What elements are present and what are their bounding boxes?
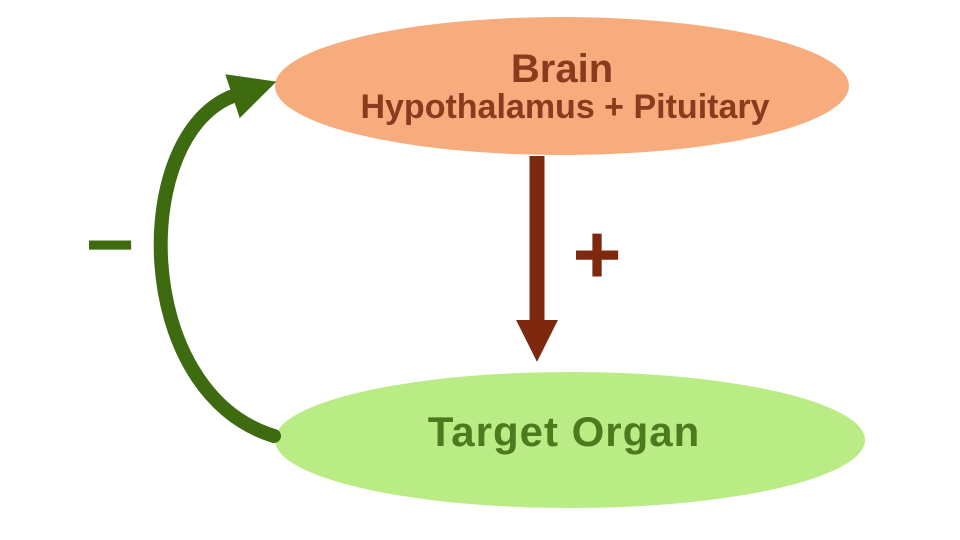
brain-node-subtitle: Hypothalamus + Pituitary [360, 88, 769, 126]
feedback-arrow [153, 74, 281, 443]
target-organ-node-ellipse [275, 372, 865, 508]
brain-node-ellipse [275, 17, 849, 155]
feedback-minus-sign: − [85, 197, 134, 291]
target-organ-node-title: Target Organ [428, 408, 701, 455]
stimulation-plus-sign: + [572, 207, 621, 301]
brain-node-title: Brain [511, 47, 613, 91]
